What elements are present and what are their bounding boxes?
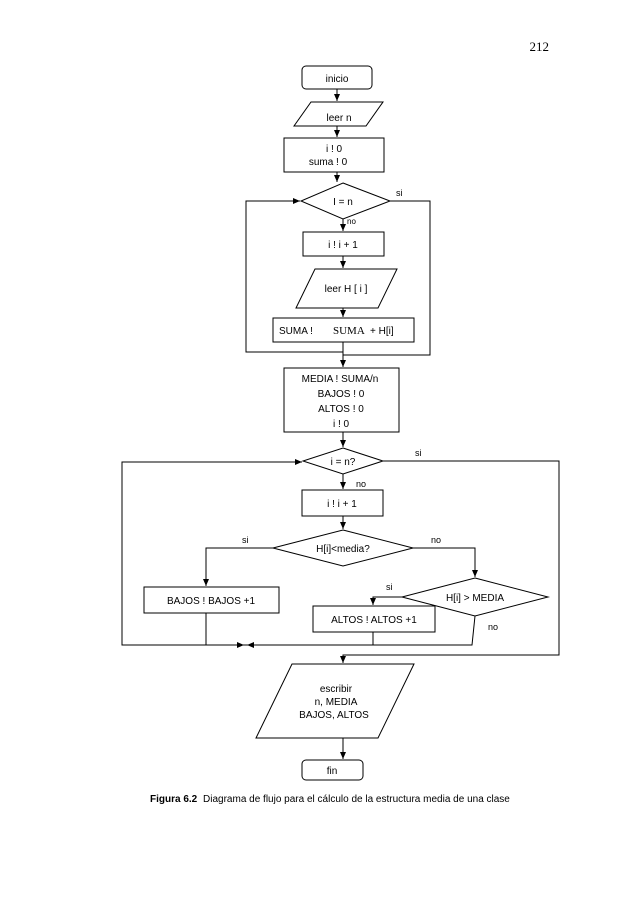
cond2-label: i = n? (331, 457, 356, 468)
read-h-label: leer H [ i ] (325, 284, 368, 295)
init-process-1 (283, 137, 385, 173)
caption-label: Figura 6.2 (150, 794, 198, 805)
sum-label-c: + H[i] (370, 326, 394, 337)
output-line-2: n, MEDIA (315, 697, 358, 708)
cond1-yes-label: si (396, 188, 403, 198)
output-line-3: BAJOS, ALTOS (299, 710, 369, 721)
sum-label-b: SUMA (333, 325, 365, 337)
read-n-io (293, 101, 384, 127)
output-line-1: escribir (320, 684, 353, 695)
cond4-no-label: no (488, 622, 498, 632)
altos-process (312, 605, 436, 633)
figure-caption: Figura 6.2 Diagrama de flujo para el cál… (150, 794, 510, 805)
cond3-no-label: no (431, 535, 441, 545)
init1-line-1: i ! 0 (326, 144, 343, 155)
output-io (255, 663, 415, 739)
init-process-2 (283, 367, 400, 433)
read-n-label: leer n (326, 113, 351, 124)
altos-label: ALTOS ! ALTOS +1 (331, 615, 417, 626)
init2-line-4: i ! 0 (333, 419, 350, 430)
inc2-label: i ! i + 1 (327, 499, 357, 510)
cond3-label: H[i]<media? (316, 544, 370, 555)
start-label: inicio (326, 74, 349, 85)
init1-line-2: suma ! 0 (309, 157, 348, 168)
bajos-label: BAJOS ! BAJOS +1 (167, 596, 256, 607)
page-number: 212 (530, 39, 550, 54)
init2-line-1: MEDIA ! SUMA/n (302, 374, 379, 385)
increment-process-1 (302, 231, 385, 257)
cond3-yes-label: si (242, 535, 249, 545)
cond1-no-label: no (347, 217, 356, 226)
increment-process-2 (301, 489, 384, 517)
cond2-yes-label: si (415, 448, 422, 458)
init2-line-3: ALTOS ! 0 (318, 404, 364, 415)
sum-label-a: SUMA ! (279, 326, 313, 337)
end-terminal (301, 759, 364, 781)
cond2-no-label: no (356, 479, 366, 489)
end-label: fin (327, 766, 338, 777)
read-h-io (295, 268, 398, 309)
bajos-process (143, 586, 280, 614)
init2-line-2: BAJOS ! 0 (318, 389, 365, 400)
cond4-label: H[i] > MEDIA (446, 593, 504, 604)
decision-3 (272, 529, 414, 567)
caption-text: Diagrama de flujo para el cálculo de la … (203, 794, 510, 805)
connectors (121, 89, 560, 759)
inc1-label: i ! i + 1 (328, 240, 358, 251)
cond1-label: I = n (333, 197, 353, 208)
cond4-yes-label: si (386, 582, 393, 592)
